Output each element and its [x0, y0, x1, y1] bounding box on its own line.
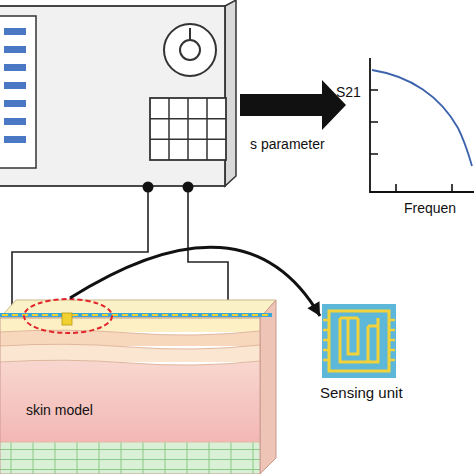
skin-slab [0, 300, 276, 474]
arrow-line [70, 247, 320, 316]
curved-arrow [70, 247, 320, 316]
axis-label: S21 [336, 84, 361, 100]
skin-model-block: skin model [0, 298, 268, 474]
axis-label: Frequen [404, 200, 456, 216]
arrow-head [307, 301, 320, 316]
s21-chart [370, 58, 474, 192]
block-arrow [240, 80, 346, 130]
highlight-ellipse [24, 299, 112, 333]
sensor-strip [0, 313, 272, 325]
sensor-pattern [322, 304, 396, 378]
cable [12, 192, 148, 312]
node-label: skin model [26, 402, 93, 418]
arrow-label: s parameter [250, 136, 325, 152]
sensing-unit: Sensing unit [320, 300, 414, 404]
node-label: Sensing unit [320, 384, 403, 401]
cable [188, 192, 228, 312]
network-analyzer [0, 0, 236, 193]
